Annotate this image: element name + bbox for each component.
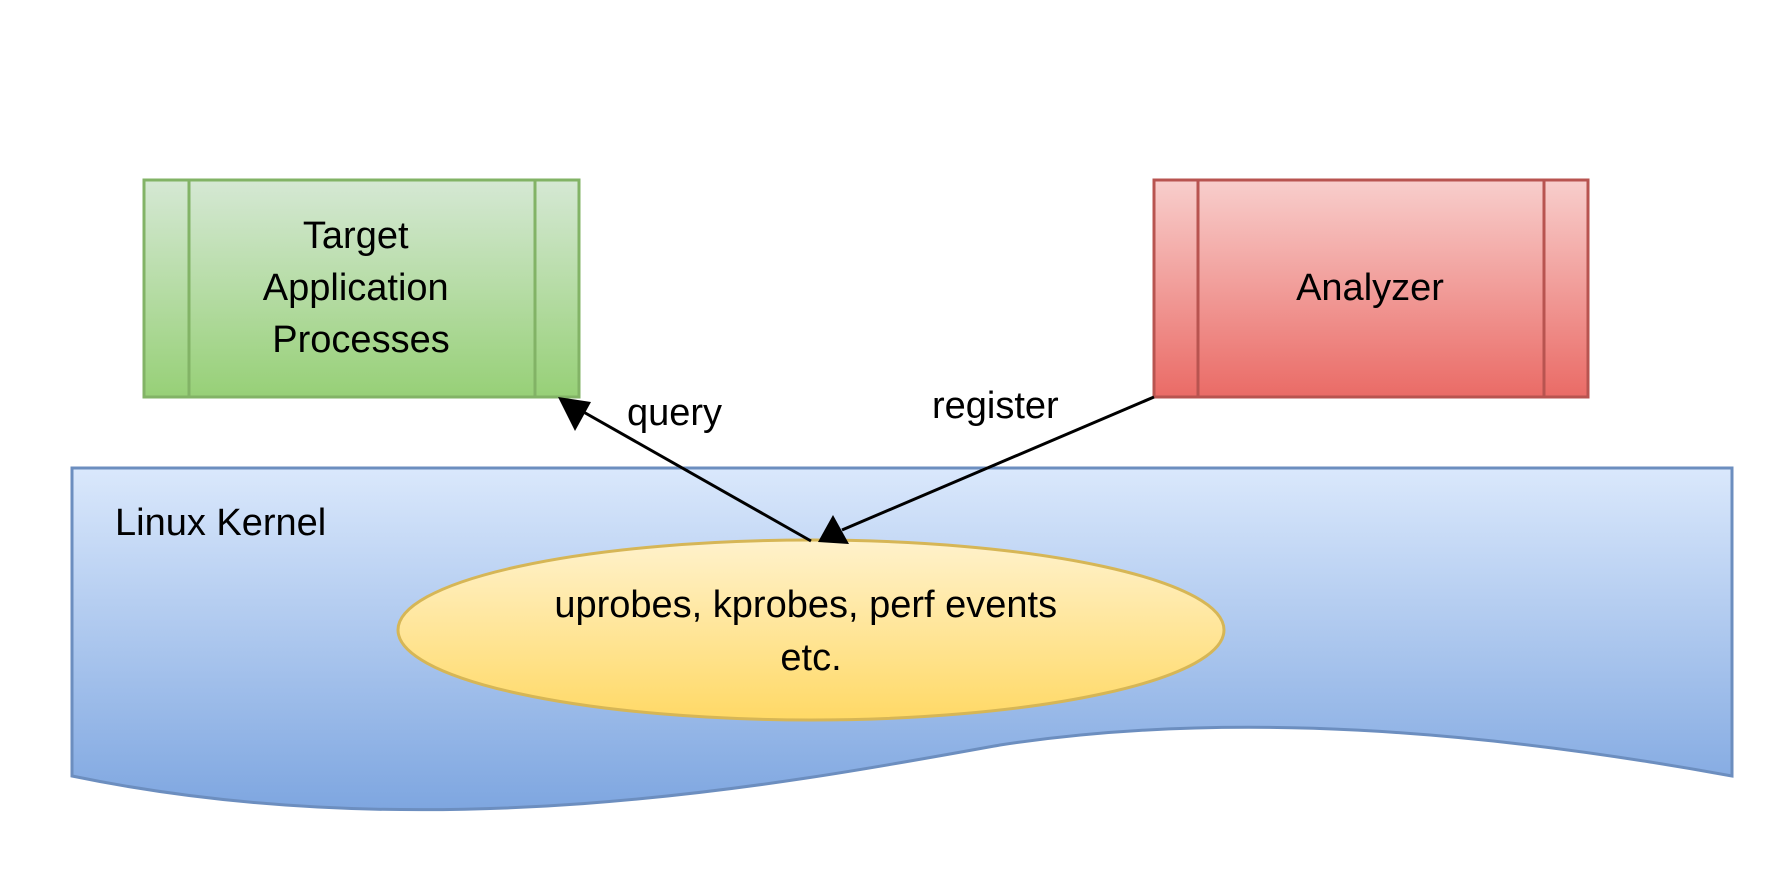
probes-label-line-2: etc. <box>780 637 841 679</box>
target-label-line-2: Application <box>263 267 449 309</box>
probes-ellipse <box>396 538 1226 722</box>
target-label-line-3: Processes <box>272 319 449 361</box>
analyzer-box: Analyzer <box>1152 178 1590 399</box>
probes-label-line-1: uprobes, kprobes, perf events <box>554 584 1057 626</box>
register-label: register <box>932 385 1059 427</box>
target-application-label: Target Application Processes <box>263 215 459 361</box>
query-edge: query <box>558 392 812 543</box>
analyzer-label: Analyzer <box>1296 267 1444 309</box>
linux-kernel-label: Linux Kernel <box>115 502 326 544</box>
register-arrow-line <box>841 395 1155 532</box>
register-edge: register <box>818 385 1155 544</box>
target-label-line-1: Target <box>303 215 409 257</box>
query-arrowhead <box>558 397 591 431</box>
query-label: query <box>627 392 722 434</box>
probes-label: uprobes, kprobes, perf events etc. <box>554 584 1067 679</box>
target-application-box: Target Application Processes <box>142 178 581 399</box>
register-arrowhead <box>818 515 849 544</box>
query-arrow-line <box>579 408 812 543</box>
probes-ellipse-node: uprobes, kprobes, perf events etc. <box>396 538 1226 722</box>
